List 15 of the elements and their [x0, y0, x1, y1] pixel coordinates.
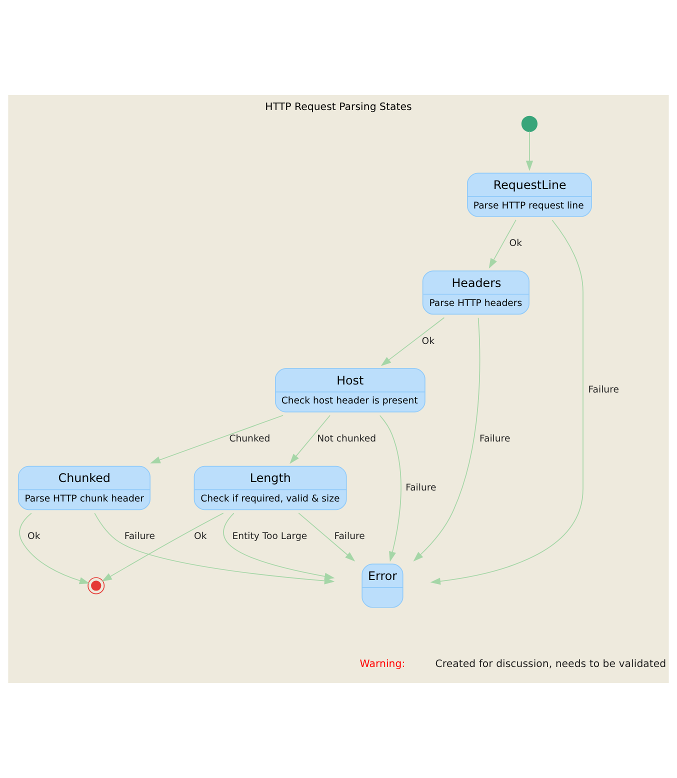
edge-label: Chunked — [229, 434, 270, 445]
edge-label: Failure — [588, 384, 619, 396]
diagram-title: HTTP Request Parsing States — [265, 102, 412, 113]
edge-label: Ok — [28, 531, 40, 542]
edge-label: Failure — [334, 531, 365, 542]
label: Warning: — [360, 658, 406, 670]
edge-label: Ok — [194, 531, 207, 542]
edge-label: Failure — [479, 434, 510, 445]
edge-label: Not chunked — [317, 434, 376, 445]
edge-label: Ok — [422, 336, 435, 347]
edge-label: Failure — [406, 482, 436, 494]
edge-label: Entity Too Large — [232, 531, 308, 542]
edge-label: Failure — [124, 531, 156, 542]
label: Created for discussion, needs to be validated — [435, 658, 666, 670]
edge-label: Ok — [509, 238, 522, 250]
